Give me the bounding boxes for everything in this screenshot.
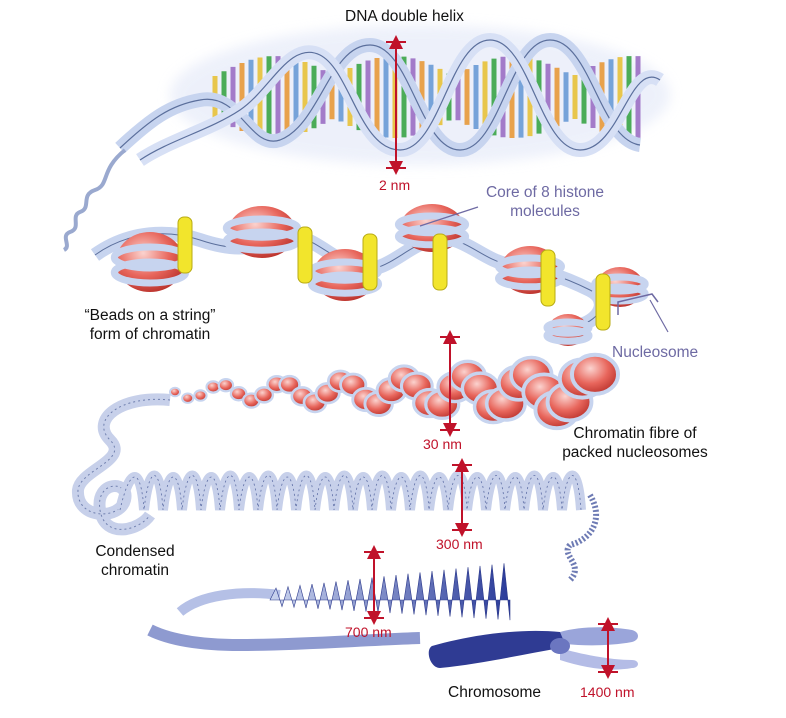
condensed-label-line2: chromatin bbox=[100, 562, 170, 579]
nucleosome-label: Nucleosome bbox=[612, 344, 699, 361]
fibre-nucleosome bbox=[193, 389, 208, 402]
beads-label-line1: “Beads on a string” bbox=[84, 307, 216, 324]
histone-pointer bbox=[419, 206, 479, 227]
dna-wrap bbox=[591, 273, 649, 295]
spiral-back bbox=[176, 588, 281, 616]
spring-texture bbox=[119, 475, 582, 511]
centromere bbox=[550, 638, 570, 654]
scale-marker-1400nm bbox=[598, 617, 618, 679]
histone-label-line1: Core of 8 histone bbox=[485, 184, 605, 201]
nucleosome-bracket bbox=[617, 293, 659, 315]
scale-label-700nm: 700 nm bbox=[345, 624, 392, 640]
scale-marker-300nm bbox=[452, 458, 472, 537]
beads-on-a-string bbox=[90, 204, 669, 346]
condensed-chromatin-loops bbox=[72, 393, 599, 583]
dna-coil-tail bbox=[62, 148, 127, 252]
dna-wrap bbox=[495, 254, 565, 279]
histone-label: Core of 8 histone molecules bbox=[470, 183, 620, 221]
linker-histone bbox=[432, 233, 448, 291]
linker-histone bbox=[177, 216, 193, 274]
spiral-ribbon bbox=[147, 624, 421, 652]
fibre-label-line1: Chromatin fibre of bbox=[573, 425, 697, 442]
dna-wrap bbox=[495, 266, 565, 291]
scale-marker-30nm bbox=[440, 330, 460, 437]
linker-histone bbox=[362, 233, 378, 291]
spring-coil bbox=[115, 470, 586, 512]
scale-label-30nm: 30 nm bbox=[423, 436, 462, 452]
linker-histone bbox=[540, 249, 556, 307]
linker-histone bbox=[297, 226, 313, 284]
condensed-label: Condensed chromatin bbox=[80, 542, 190, 580]
dna-wrap bbox=[222, 215, 302, 241]
condensed-spiral bbox=[147, 563, 511, 652]
chromosome bbox=[428, 627, 638, 670]
dna-wrap bbox=[543, 326, 593, 345]
linker-histone bbox=[595, 273, 611, 331]
beads-label-line2: form of chromatin bbox=[89, 326, 211, 343]
histone-label-line2: molecules bbox=[510, 203, 580, 220]
chromatin-fibre bbox=[169, 352, 620, 431]
fibre-nucleosome bbox=[570, 352, 620, 396]
condensed-label-line1: Condensed bbox=[95, 543, 175, 560]
fibre-nucleosome bbox=[205, 380, 221, 394]
fibre-nucleosomes bbox=[169, 352, 620, 431]
loop-tail bbox=[564, 493, 599, 583]
dna-wrap bbox=[307, 271, 383, 297]
dna-double-helix bbox=[62, 25, 670, 252]
scale-marker-700nm bbox=[364, 545, 384, 625]
chromosome-arm-left bbox=[428, 630, 573, 668]
scale-label-1400nm: 1400 nm bbox=[580, 684, 635, 700]
scale-label-300nm: 300 nm bbox=[436, 536, 483, 552]
linker-histones bbox=[177, 216, 611, 331]
fibre-nucleosome bbox=[217, 377, 235, 393]
fibre-label-line2: packed nucleosomes bbox=[562, 444, 708, 461]
dna-wrap bbox=[394, 224, 470, 249]
beads-label: “Beads on a string” form of chromatin bbox=[60, 306, 240, 344]
diagram-title: DNA double helix bbox=[345, 8, 464, 25]
fibre-nucleosome bbox=[254, 386, 275, 404]
chromosome-label: Chromosome bbox=[448, 684, 542, 701]
scale-label-2nm: 2 nm bbox=[379, 177, 411, 193]
fibre-nucleosome bbox=[169, 386, 181, 398]
scale-marker-2nm bbox=[386, 35, 406, 175]
loop-spring bbox=[115, 470, 586, 512]
chromosome-arm-right bbox=[560, 627, 638, 646]
fibre-nucleosome bbox=[181, 392, 195, 404]
dna-wrap bbox=[394, 212, 470, 237]
zigzag-coil bbox=[269, 563, 511, 621]
fibre-label: Chromatin fibre of packed nucleosomes bbox=[540, 424, 730, 462]
